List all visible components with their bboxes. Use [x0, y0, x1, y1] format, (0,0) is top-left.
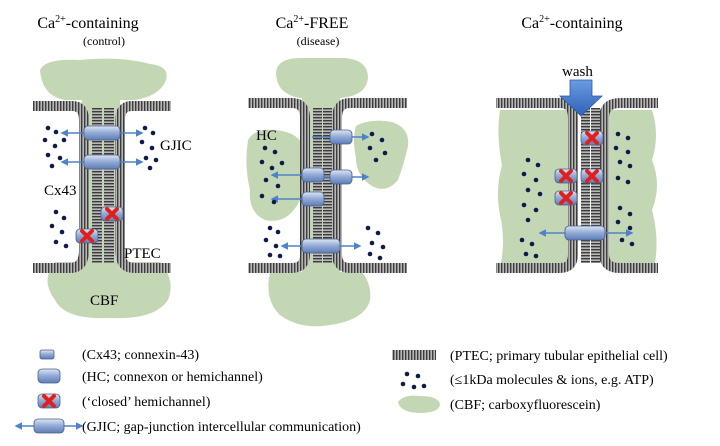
- legend-ptec-text: (PTEC; primary tubular epithelial cell): [450, 349, 668, 364]
- hemichannel-open: [312, 129, 370, 145]
- legend-molecules-icon: [400, 371, 427, 390]
- legend-gjic-text: (GJIC; gap-junction intercellular commun…: [82, 420, 361, 435]
- hemichannel-open: [270, 167, 325, 183]
- panel-1-control: GJIC Cx43 PTEC CBF: [33, 58, 192, 319]
- gjic-channel: [538, 225, 634, 241]
- ptec-membrane: [313, 108, 322, 263]
- gjic-channel: [60, 154, 144, 170]
- closed-hemichannel: [100, 206, 124, 222]
- label-gjic: GJIC: [160, 138, 192, 154]
- molecule-cluster: [613, 131, 633, 185]
- ptec-membrane: [104, 108, 114, 263]
- panel-2-subtitle: (disease): [297, 34, 340, 48]
- ptec-membrane: [323, 108, 332, 263]
- molecule-cluster: [263, 225, 283, 259]
- ptec-membrane: [599, 98, 658, 273]
- cbf-cell-right: [606, 110, 657, 268]
- panel-1-title: Ca2+-containing: [37, 14, 138, 32]
- panel-2-disease: HC: [246, 58, 409, 327]
- legend-cbf-text: (CBF; carboxyfluorescein): [450, 398, 601, 413]
- legend-ptec-icon: [392, 350, 436, 360]
- label-cbf: CBF: [90, 293, 118, 309]
- panel-1-subtitle: (control): [83, 34, 125, 48]
- ptec-membrane: [581, 108, 590, 263]
- ptec-membrane: [496, 98, 578, 273]
- ptec-membrane: [332, 98, 407, 273]
- closed-hemichannel: [554, 168, 578, 184]
- panel-3-title: Ca2+-containing: [521, 14, 622, 32]
- legend: (Cx43; connexin-43) (HC; connexon or hem…: [14, 348, 668, 435]
- legend-gjic-icon: [14, 418, 84, 434]
- closed-hemichannel: [580, 168, 604, 184]
- ptec-membrane: [115, 101, 171, 273]
- label-ptec: PTEC: [124, 246, 161, 262]
- legend-closed-text: (‘closed’ hemichannel): [82, 395, 211, 410]
- legend-connexin-text: (Cx43; connexin-43): [82, 348, 199, 363]
- molecule-cluster: [49, 209, 69, 249]
- label-wash: wash: [562, 64, 593, 80]
- gjic-channel: [280, 238, 362, 254]
- ptec-membrane: [92, 108, 102, 263]
- cbf-bottom-blob: [268, 272, 371, 327]
- molecule-cluster: [521, 157, 543, 223]
- label-cx43: Cx43: [44, 183, 77, 199]
- cbf-bottom-blob: [47, 262, 171, 319]
- label-hc: HC: [256, 128, 277, 144]
- panel-2-title: Ca2+-FREE: [276, 14, 349, 32]
- gjic-channel: [60, 125, 144, 141]
- closed-hemichannel: [75, 228, 99, 244]
- closed-hemichannel: [554, 190, 578, 206]
- molecule-cluster: [365, 225, 386, 261]
- molecule-cluster: [139, 125, 159, 171]
- legend-closed-icon: [37, 393, 61, 409]
- cbf-top-blob: [40, 58, 167, 100]
- legend-hemichannel-text: (HC; connexon or hemichannel): [82, 370, 263, 385]
- legend-hemichannel-icon: [37, 368, 61, 384]
- cbf-hc-blob: [354, 120, 409, 189]
- cbf-top-blob: [276, 58, 368, 98]
- wash-arrow: [559, 79, 603, 117]
- ptec-membrane: [33, 101, 89, 273]
- cbf-cell-left: [497, 110, 574, 268]
- hemichannel-open: [324, 169, 370, 185]
- molecule-cluster: [259, 145, 285, 205]
- molecule-cluster: [367, 131, 388, 163]
- molecule-cluster: [42, 125, 67, 169]
- panel-3-wash: wash: [496, 64, 658, 273]
- legend-molecules-text: (≤1kDa molecules & ions, e.g. ATP): [450, 373, 654, 388]
- legend-cbf-icon: [398, 395, 440, 413]
- molecule-cluster: [615, 205, 635, 247]
- closed-hemichannel: [580, 130, 604, 146]
- ptec-membrane: [248, 98, 310, 273]
- legend-connexin-icon: [39, 349, 55, 360]
- hemichannel-open: [270, 191, 325, 207]
- molecule-cluster: [519, 237, 539, 259]
- ptec-membrane: [591, 108, 600, 263]
